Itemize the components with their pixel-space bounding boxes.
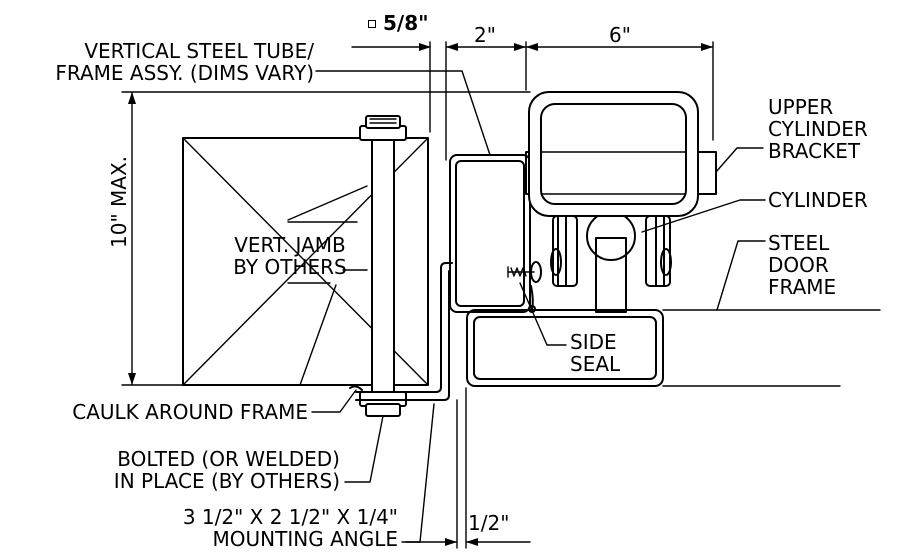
vertical-tube-line2: FRAME ASSY. (DIMS VARY) (55, 61, 314, 85)
vertical-steel-tube (449, 154, 531, 313)
vert-jamb-line1: VERT. JAMB (234, 233, 346, 257)
bolted-label: BOLTED (OR WELDED) IN PLACE (BY OTHERS) (10, 448, 340, 492)
bolted-line1: BOLTED (OR WELDED) (117, 447, 340, 471)
dim-ten-max (121, 91, 531, 386)
side-seal (507, 261, 542, 313)
mounting-angle-label: 3 1/2" X 2 1/2" X 1/4" MOUNTING ANGLE (10, 506, 398, 550)
steel-door-frame-label: STEEL DOOR FRAME (768, 232, 836, 298)
cylinder-assembly (525, 91, 717, 313)
dim-six-inch (526, 41, 714, 141)
leaders (287, 70, 766, 543)
mounting-line2: MOUNTING ANGLE (212, 527, 398, 551)
dim-five-eighths (351, 41, 431, 133)
bolted-line2: IN PLACE (BY OTHERS) (113, 469, 340, 493)
mounting-angle (355, 262, 453, 401)
caulk-bead (349, 385, 363, 391)
cylinder-label: CYLINDER (768, 188, 868, 212)
vert-jamb-line2: BY OTHERS (233, 255, 347, 279)
upper-bracket-line3: BRACKET (768, 139, 861, 163)
steel-frame-line1: STEEL (768, 231, 830, 255)
dim-two-inch-label: 2" (474, 23, 496, 47)
dim-six-inch-label: 6" (609, 23, 631, 47)
vertical-tube-label: VERTICAL STEEL TUBE/ FRAME ASSY. (DIMS V… (10, 40, 314, 84)
steel-frame-line3: FRAME (768, 275, 837, 299)
mounting-line1: 3 1/2" X 2 1/2" X 1/4" (182, 505, 398, 529)
upper-bracket-line1: UPPER (768, 95, 834, 119)
square-symbol-icon (368, 20, 376, 28)
steel-frame-line2: DOOR (768, 253, 829, 277)
caulk-label: CAULK AROUND FRAME (72, 400, 308, 424)
dim-five-eighths-label: 5/8" (368, 12, 429, 34)
side-seal-line1: SIDE (570, 330, 617, 354)
upper-bracket-line2: CYLINDER (768, 117, 868, 141)
vert-jamb-label: VERT. JAMB BY OTHERS (200, 234, 380, 278)
steel-door-frame (466, 309, 881, 387)
upper-bracket-label: UPPER CYLINDER BRACKET (768, 96, 868, 162)
side-seal-line2: SEAL (570, 352, 621, 376)
vertical-tube-line1: VERTICAL STEEL TUBE/ (84, 39, 314, 63)
side-seal-label: SIDE SEAL (570, 331, 620, 375)
dim-ten-max-label: 10" MAX. (107, 155, 131, 248)
dim-half-inch (405, 387, 531, 549)
dim-half-inch-label: 1/2" (468, 511, 510, 535)
five-eighths-text: 5/8" (383, 11, 429, 35)
